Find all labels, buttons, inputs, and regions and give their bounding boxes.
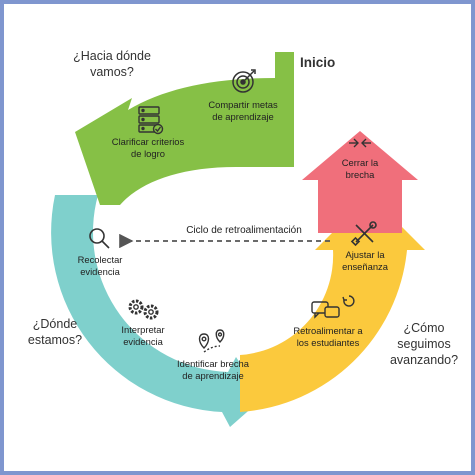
converging-arrows-icon — [349, 138, 371, 148]
question-where-are-line2: estamos? — [28, 333, 82, 347]
step-interpretar-line2: evidencia — [123, 336, 163, 347]
step-ajustar-line1: Ajustar la — [345, 249, 385, 260]
start-title: Inicio — [300, 55, 335, 70]
step-clarificar-line1: Clarificar criterios — [112, 136, 185, 147]
step-compartir-line1: Compartir metas — [208, 99, 278, 110]
question-how-continue-line3: avanzando? — [390, 353, 458, 367]
map-pins-icon — [198, 329, 225, 353]
step-recolectar-line2: evidencia — [80, 266, 120, 277]
yellow-arc-segment — [240, 195, 425, 412]
feedback-cycle-diagram: Ciclo de retroalimentación Inicio ¿Hacia… — [28, 49, 458, 427]
step-interpretar-line1: Interpretar — [121, 324, 164, 335]
question-where-going-line2: vamos? — [90, 65, 134, 79]
step-cerrar-line2: brecha — [346, 169, 375, 180]
step-cerrar-line1: Cerrar la — [342, 157, 379, 168]
step-clarificar-line2: de logro — [131, 148, 165, 159]
step-recolectar-line1: Recolectar — [78, 254, 123, 265]
green-arc-segment — [75, 52, 294, 205]
question-how-continue-line2: seguimos — [397, 337, 451, 351]
question-where-are-line1: ¿Dónde — [33, 317, 78, 331]
gears-icon — [128, 299, 159, 320]
pink-up-arrow — [302, 131, 418, 233]
step-identificar-line1: Identificar brecha — [177, 358, 250, 369]
question-where-going-line1: ¿Hacia dónde — [73, 49, 151, 63]
step-compartir-line2: de aprendizaje — [212, 111, 274, 122]
cycle-label-bg — [172, 222, 316, 236]
chat-bubbles-icon — [311, 295, 355, 319]
step-ajustar-line2: enseñanza — [342, 261, 389, 272]
tools-icon — [350, 221, 377, 247]
question-how-continue-line1: ¿Cómo — [404, 321, 445, 335]
target-icon — [232, 69, 256, 93]
step-identificar-line2: de aprendizaje — [182, 370, 244, 381]
step-retroalimentar-line1: Retroalimentar a — [293, 325, 363, 336]
step-retroalimentar-line2: los estudiantes — [297, 337, 360, 348]
cycle-label: Ciclo de retroalimentación — [186, 225, 302, 236]
server-icon — [138, 106, 164, 135]
magnifier-icon — [89, 228, 110, 249]
